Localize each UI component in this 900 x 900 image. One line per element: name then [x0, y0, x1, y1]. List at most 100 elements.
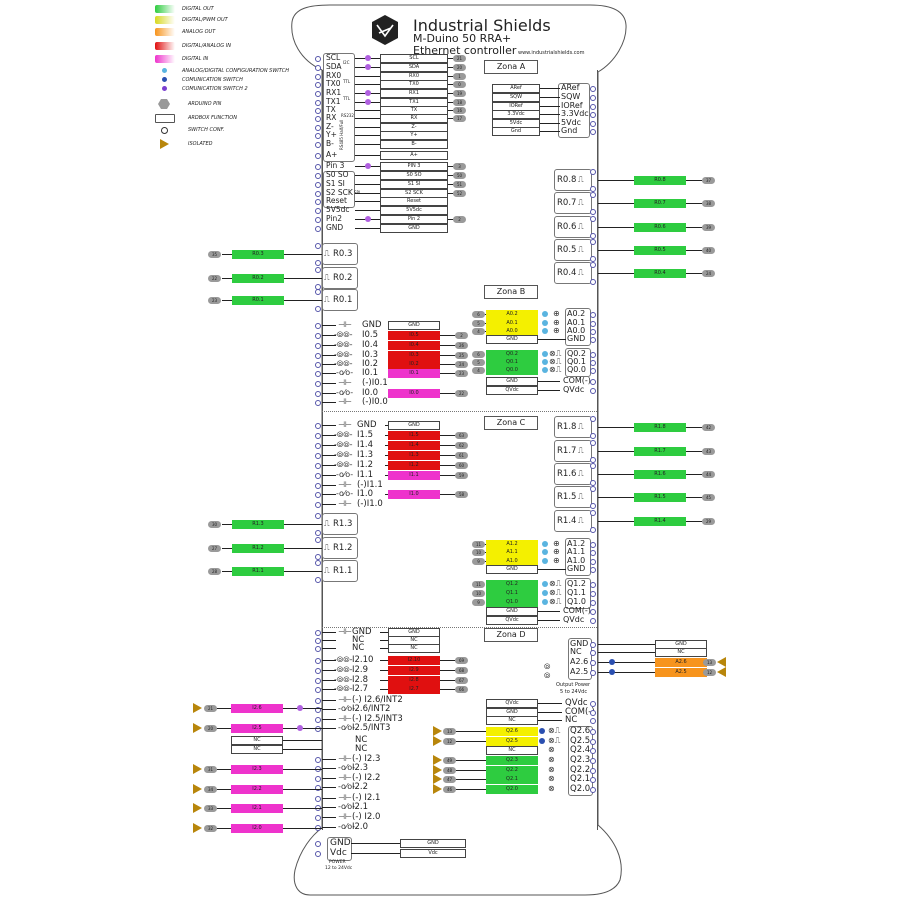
terminal-connector[interactable] [590, 387, 596, 394]
terminal-connector[interactable] [590, 255, 596, 262]
terminal-connector[interactable] [315, 225, 321, 232]
comm-switch-icon[interactable] [609, 669, 615, 675]
terminal-connector[interactable] [315, 322, 321, 329]
terminal-connector[interactable] [590, 278, 596, 285]
config-switch-icon[interactable] [542, 541, 548, 547]
comm-switch-2-icon[interactable] [297, 705, 303, 711]
terminal-connector[interactable] [315, 152, 321, 159]
terminal-connector[interactable] [590, 328, 596, 335]
terminal-connector[interactable] [315, 288, 321, 295]
terminal-connector[interactable] [590, 767, 596, 774]
terminal-connector[interactable] [315, 64, 321, 71]
terminal-connector[interactable] [315, 452, 321, 459]
terminal-connector[interactable] [315, 259, 321, 266]
terminal-connector[interactable] [590, 649, 596, 656]
terminal-connector[interactable] [315, 390, 321, 397]
terminal-connector[interactable] [315, 242, 321, 249]
terminal-connector[interactable] [315, 266, 321, 273]
terminal-connector[interactable] [590, 456, 596, 463]
terminal-connector[interactable] [590, 709, 596, 716]
terminal-connector[interactable] [590, 378, 596, 385]
terminal-connector[interactable] [315, 716, 321, 723]
terminal-connector[interactable] [315, 55, 321, 62]
config-switch-icon[interactable] [542, 320, 548, 326]
terminal-connector[interactable] [590, 111, 596, 118]
terminal-connector[interactable] [315, 706, 321, 713]
terminal-connector[interactable] [590, 128, 596, 135]
terminal-connector[interactable] [590, 485, 596, 492]
terminal-connector[interactable] [590, 238, 596, 245]
terminal-connector[interactable] [315, 553, 321, 560]
terminal-connector[interactable] [315, 124, 321, 131]
terminal-connector[interactable] [590, 717, 596, 724]
terminal-connector[interactable] [590, 261, 596, 268]
terminal-connector[interactable] [590, 94, 596, 101]
terminal-connector[interactable] [590, 590, 596, 597]
config-switch-icon[interactable] [542, 581, 548, 587]
comm-switch-2-icon[interactable] [365, 64, 371, 70]
terminal-connector[interactable] [590, 191, 596, 198]
comm-switch-2-icon[interactable] [297, 725, 303, 731]
terminal-connector[interactable] [590, 558, 596, 565]
terminal-connector[interactable] [590, 669, 596, 676]
terminal-connector[interactable] [590, 608, 596, 615]
terminal-connector[interactable] [590, 700, 596, 707]
terminal-connector[interactable] [315, 462, 321, 469]
terminal-connector[interactable] [315, 775, 321, 782]
terminal-connector[interactable] [315, 380, 321, 387]
terminal-connector[interactable] [315, 576, 321, 583]
terminal-connector[interactable] [315, 115, 321, 122]
config-switch-icon[interactable] [542, 367, 548, 373]
terminal-connector[interactable] [315, 482, 321, 489]
comm-switch-icon[interactable] [539, 728, 545, 734]
terminal-connector[interactable] [590, 549, 596, 556]
config-switch-icon[interactable] [542, 558, 548, 564]
terminal-connector[interactable] [590, 566, 596, 573]
terminal-connector[interactable] [590, 208, 596, 215]
terminal-connector[interactable] [590, 728, 596, 735]
terminal-connector[interactable] [315, 804, 321, 811]
terminal-connector[interactable] [315, 207, 321, 214]
terminal-connector[interactable] [315, 765, 321, 772]
terminal-connector[interactable] [315, 442, 321, 449]
website-url[interactable]: www.industrialshields.com [518, 50, 585, 56]
terminal-connector[interactable] [590, 757, 596, 764]
terminal-connector[interactable] [590, 581, 596, 588]
terminal-connector[interactable] [590, 462, 596, 469]
terminal-connector[interactable] [315, 216, 321, 223]
terminal-connector[interactable] [590, 786, 596, 793]
terminal-connector[interactable] [315, 840, 321, 847]
comm-switch-2-icon[interactable] [365, 163, 371, 169]
terminal-connector[interactable] [315, 501, 321, 508]
terminal-connector[interactable] [590, 168, 596, 175]
terminal-connector[interactable] [315, 181, 321, 188]
terminal-connector[interactable] [590, 185, 596, 192]
terminal-connector[interactable] [315, 645, 321, 652]
terminal-connector[interactable] [315, 198, 321, 205]
terminal-connector[interactable] [315, 399, 321, 406]
terminal-connector[interactable] [315, 99, 321, 106]
terminal-connector[interactable] [315, 172, 321, 179]
terminal-connector[interactable] [590, 526, 596, 533]
terminal-connector[interactable] [315, 850, 321, 857]
config-switch-icon[interactable] [542, 359, 548, 365]
terminal-connector[interactable] [315, 90, 321, 97]
terminal-connector[interactable] [315, 756, 321, 763]
config-switch-icon[interactable] [542, 599, 548, 605]
terminal-connector[interactable] [315, 332, 321, 339]
terminal-connector[interactable] [590, 311, 596, 318]
terminal-connector[interactable] [590, 415, 596, 422]
terminal-connector[interactable] [315, 81, 321, 88]
terminal-connector[interactable] [590, 509, 596, 516]
config-switch-icon[interactable] [542, 351, 548, 357]
terminal-connector[interactable] [315, 686, 321, 693]
terminal-connector[interactable] [315, 107, 321, 114]
terminal-connector[interactable] [315, 370, 321, 377]
terminal-connector[interactable] [315, 667, 321, 674]
terminal-connector[interactable] [590, 232, 596, 239]
terminal-connector[interactable] [315, 491, 321, 498]
comm-switch-icon[interactable] [539, 738, 545, 744]
terminal-connector[interactable] [315, 814, 321, 821]
terminal-connector[interactable] [315, 559, 321, 566]
terminal-connector[interactable] [590, 103, 596, 110]
